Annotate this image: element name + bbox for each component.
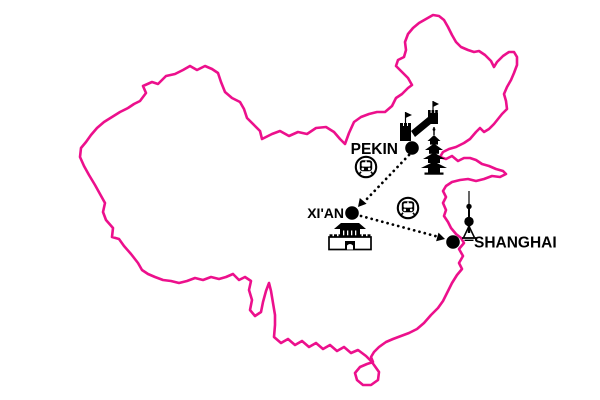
route-pekin-xian — [358, 153, 411, 207]
city-marker-pekin — [405, 141, 419, 155]
city-shanghai: SHANGHAI — [446, 235, 557, 252]
city-xian: XI'AN — [307, 205, 359, 221]
city-label-xian: XI'AN — [307, 205, 344, 221]
city-marker-xian — [345, 206, 359, 220]
route-xian-shanghai — [359, 214, 445, 242]
great-wall-icon — [400, 101, 439, 141]
city-label-pekin: PEKIN — [351, 141, 398, 158]
train-icon — [396, 196, 420, 220]
china-outline — [78, 13, 519, 387]
city-marker-shanghai — [446, 235, 460, 249]
oriental-pearl-tower-icon — [462, 191, 476, 242]
route-pekin-xian-line — [362, 153, 411, 204]
route-pekin-xian-arrowhead-icon — [358, 198, 367, 207]
route-xian-shanghai-line — [359, 214, 439, 238]
city-pekin: PEKIN — [351, 141, 419, 158]
city-label-shanghai: SHANGHAI — [474, 235, 557, 252]
train-icon — [354, 155, 378, 179]
city-wall-gate-icon — [328, 223, 372, 251]
pagoda-icon — [421, 127, 447, 175]
route-xian-shanghai-arrowhead-icon — [436, 232, 445, 242]
